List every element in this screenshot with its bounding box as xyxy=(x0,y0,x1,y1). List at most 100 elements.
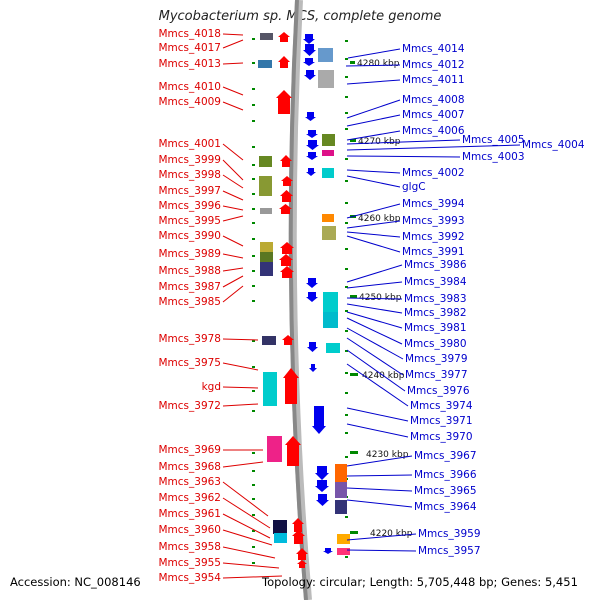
left-gene-label: Mmcs_3969 xyxy=(158,444,221,456)
left-leader-line xyxy=(222,562,280,569)
right-leader-line xyxy=(346,114,401,127)
gene-block xyxy=(322,214,334,222)
reverse-gene-arrow xyxy=(315,466,329,480)
right-leader-line xyxy=(346,533,417,541)
left-leader-line xyxy=(222,39,244,49)
left-gene-label: Mmcs_3997 xyxy=(158,185,221,197)
forward-gene-arrow xyxy=(292,518,304,532)
scale-label: 4260 kbp xyxy=(358,214,401,224)
right-leader-line xyxy=(346,499,413,508)
left-leader-line xyxy=(222,215,244,222)
right-gene-label: Mmcs_3959 xyxy=(418,528,481,540)
reverse-gene-arrow xyxy=(312,406,326,434)
left-gene-label: Mmcs_4009 xyxy=(158,96,221,108)
left-gene-label: Mmcs_3998 xyxy=(158,169,221,181)
scale-label-bg xyxy=(356,135,403,146)
left-leader-line xyxy=(222,190,244,201)
right-leader-line xyxy=(346,303,403,314)
scale-label-bg xyxy=(357,291,404,302)
right-leader-line xyxy=(346,130,401,141)
left-leader-line xyxy=(222,86,244,96)
gene-block xyxy=(274,533,287,543)
right-gene-label: Mmcs_3971 xyxy=(410,415,473,427)
tick-mark xyxy=(252,120,255,122)
tick-mark xyxy=(345,96,348,98)
left-leader-line xyxy=(222,62,244,65)
left-leader-line xyxy=(222,143,244,161)
gene-block xyxy=(322,150,334,156)
right-gene-label: Mmcs_3966 xyxy=(414,469,477,481)
right-leader-line xyxy=(346,155,461,158)
backbone-line xyxy=(288,0,308,600)
left-leader-line xyxy=(222,275,244,288)
left-leader-line xyxy=(222,546,276,559)
tick-mark xyxy=(345,248,348,250)
right-gene-label: Mmcs_3991 xyxy=(402,246,465,258)
left-gene-label: Mmcs_3990 xyxy=(158,230,221,242)
left-gene-label: Mmcs_3963 xyxy=(158,476,221,488)
forward-gene-arrow xyxy=(280,190,293,202)
gene-block xyxy=(323,292,338,312)
right-leader-line xyxy=(346,144,521,151)
left-gene-label: Mmcs_3960 xyxy=(158,524,221,536)
tick-mark xyxy=(252,410,255,412)
reverse-gene-arrow xyxy=(309,364,317,372)
right-gene-label: Mmcs_4006 xyxy=(402,125,465,137)
tick-mark xyxy=(345,268,348,270)
tick-mark xyxy=(252,285,255,287)
gene-block xyxy=(260,33,273,40)
left-leader-line xyxy=(222,362,259,371)
forward-gene-arrow xyxy=(278,56,290,68)
left-gene-label: Mmcs_3978 xyxy=(158,333,221,345)
right-leader-line xyxy=(346,363,409,407)
left-gene-label: Mmcs_4010 xyxy=(158,81,221,93)
tick-mark xyxy=(345,432,348,434)
gene-block xyxy=(335,482,347,498)
right-leader-line xyxy=(346,487,413,492)
right-leader-line xyxy=(346,175,401,188)
left-leader-line xyxy=(222,159,244,181)
right-gene-label: Mmcs_3982 xyxy=(404,307,467,319)
gene-block xyxy=(322,168,334,178)
right-leader-line xyxy=(346,407,409,422)
left-leader-line xyxy=(222,461,264,468)
right-leader-line xyxy=(346,297,403,300)
reverse-gene-arrow xyxy=(306,168,316,176)
right-gene-label: Mmcs_3957 xyxy=(418,545,481,557)
gene-block xyxy=(258,60,272,68)
forward-gene-arrow xyxy=(280,242,294,254)
scale-tick xyxy=(350,295,358,298)
right-gene-label: Mmcs_3970 xyxy=(410,431,473,443)
gene-block xyxy=(259,176,272,196)
tick-mark xyxy=(345,40,348,42)
forward-gene-arrow xyxy=(297,560,307,568)
scale-label: 4250 kbp xyxy=(359,293,402,303)
tick-mark xyxy=(252,562,255,564)
left-leader-line xyxy=(222,285,244,303)
left-gene-label: Mmcs_3995 xyxy=(158,215,221,227)
gene-block xyxy=(323,312,338,328)
scale-tick xyxy=(350,373,358,376)
tick-mark xyxy=(345,286,348,288)
gene-block xyxy=(335,464,347,482)
left-leader-line xyxy=(222,33,244,36)
reverse-gene-arrow xyxy=(307,342,318,352)
right-gene-label: Mmcs_4014 xyxy=(402,43,465,55)
right-gene-label: Mmcs_4007 xyxy=(402,109,465,121)
left-leader-line xyxy=(222,174,244,189)
left-gene-label: Mmcs_3996 xyxy=(158,200,221,212)
right-gene-label: Mmcs_3977 xyxy=(405,369,468,381)
right-gene-label: Mmcs_3986 xyxy=(404,259,467,271)
right-leader-line xyxy=(346,317,403,345)
tick-mark xyxy=(252,452,255,454)
scale-label: 4220 kbp xyxy=(370,529,413,539)
forward-gene-arrow xyxy=(280,155,292,167)
right-leader-line xyxy=(346,327,404,360)
gene-block xyxy=(260,252,273,262)
forward-gene-arrow xyxy=(292,530,305,544)
tick-mark xyxy=(252,366,255,368)
forward-gene-arrow xyxy=(279,204,292,214)
left-gene-label: Mmcs_3955 xyxy=(158,557,221,569)
right-leader-line xyxy=(346,423,409,438)
